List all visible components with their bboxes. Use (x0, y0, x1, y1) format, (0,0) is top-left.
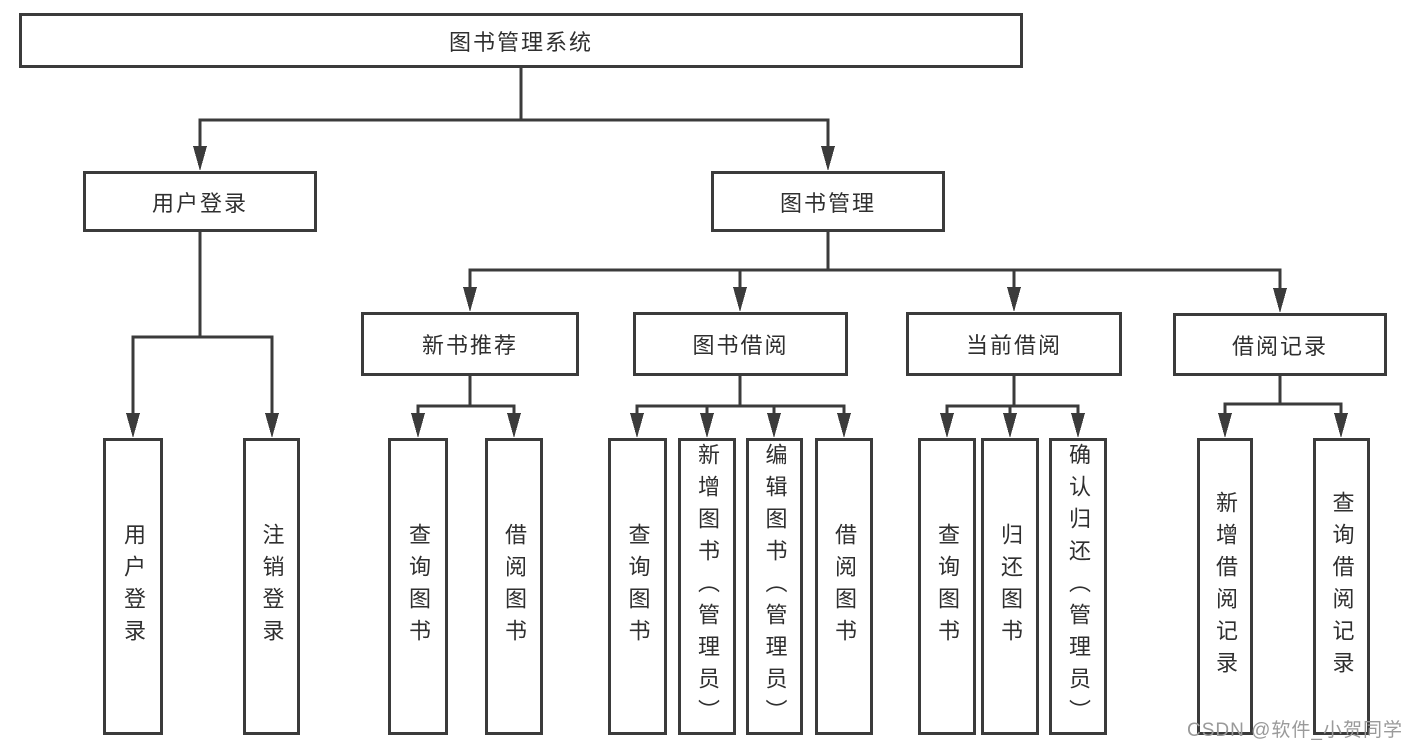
leaf-edit-books-admin-label: 编辑图书（管理员） (762, 442, 788, 731)
node-root: 图书管理系统 (19, 13, 1023, 68)
leaf-query-books-borrow: 查询图书 (608, 438, 667, 735)
leaf-confirm-return-admin-label: 确认归还（管理员） (1066, 442, 1091, 731)
leaf-logout: 注销登录 (243, 438, 300, 735)
leaf-add-borrow-record: 新增借阅记录 (1197, 438, 1253, 735)
leaf-add-books-admin: 新增图书（管理员） (678, 438, 736, 735)
leaf-user-login: 用户登录 (103, 438, 163, 735)
node-current-borrow: 当前借阅 (906, 312, 1122, 376)
leaf-add-books-admin-label: 新增图书（管理员） (695, 442, 720, 731)
leaf-query-books-borrow-label: 查询图书 (625, 522, 651, 651)
node-new-book-recommend-label: 新书推荐 (421, 333, 518, 358)
node-root-label: 图书管理系统 (448, 29, 593, 55)
leaf-return-books: 归还图书 (981, 438, 1039, 735)
leaf-query-books-current: 查询图书 (918, 438, 976, 735)
leaf-query-books-recommend-label: 查询图书 (406, 522, 431, 651)
leaf-edit-books-admin: 编辑图书（管理员） (746, 438, 803, 735)
leaf-borrow-books-label: 借阅图书 (832, 522, 857, 651)
leaf-user-login-label: 用户登录 (121, 522, 146, 651)
leaf-return-books-label: 归还图书 (998, 522, 1023, 651)
node-new-book-recommend: 新书推荐 (361, 312, 579, 376)
leaf-borrow-books: 借阅图书 (815, 438, 873, 735)
leaf-logout-label: 注销登录 (259, 522, 285, 651)
node-book-borrow: 图书借阅 (633, 312, 848, 376)
leaf-borrow-books-recommend: 借阅图书 (485, 438, 543, 735)
node-current-borrow-label: 当前借阅 (965, 333, 1062, 358)
node-borrow-records: 借阅记录 (1173, 313, 1387, 376)
leaf-query-borrow-record-label: 查询借阅记录 (1329, 490, 1355, 683)
node-user-login-label: 用户登录 (151, 190, 248, 216)
node-borrow-records-label: 借阅记录 (1231, 333, 1328, 359)
leaf-confirm-return-admin: 确认归还（管理员） (1049, 438, 1107, 735)
leaf-borrow-books-recommend-label: 借阅图书 (502, 522, 527, 651)
watermark: CSDN @软件_小贺同学 (1187, 720, 1403, 741)
node-user-login: 用户登录 (83, 171, 317, 232)
leaf-query-books-recommend: 查询图书 (388, 438, 448, 735)
leaf-query-borrow-record: 查询借阅记录 (1313, 438, 1370, 735)
node-book-borrow-label: 图书借阅 (692, 333, 789, 358)
node-book-management: 图书管理 (711, 171, 945, 232)
node-book-management-label: 图书管理 (779, 190, 876, 216)
leaf-query-books-current-label: 查询图书 (935, 522, 960, 651)
leaf-add-borrow-record-label: 新增借阅记录 (1213, 490, 1238, 683)
